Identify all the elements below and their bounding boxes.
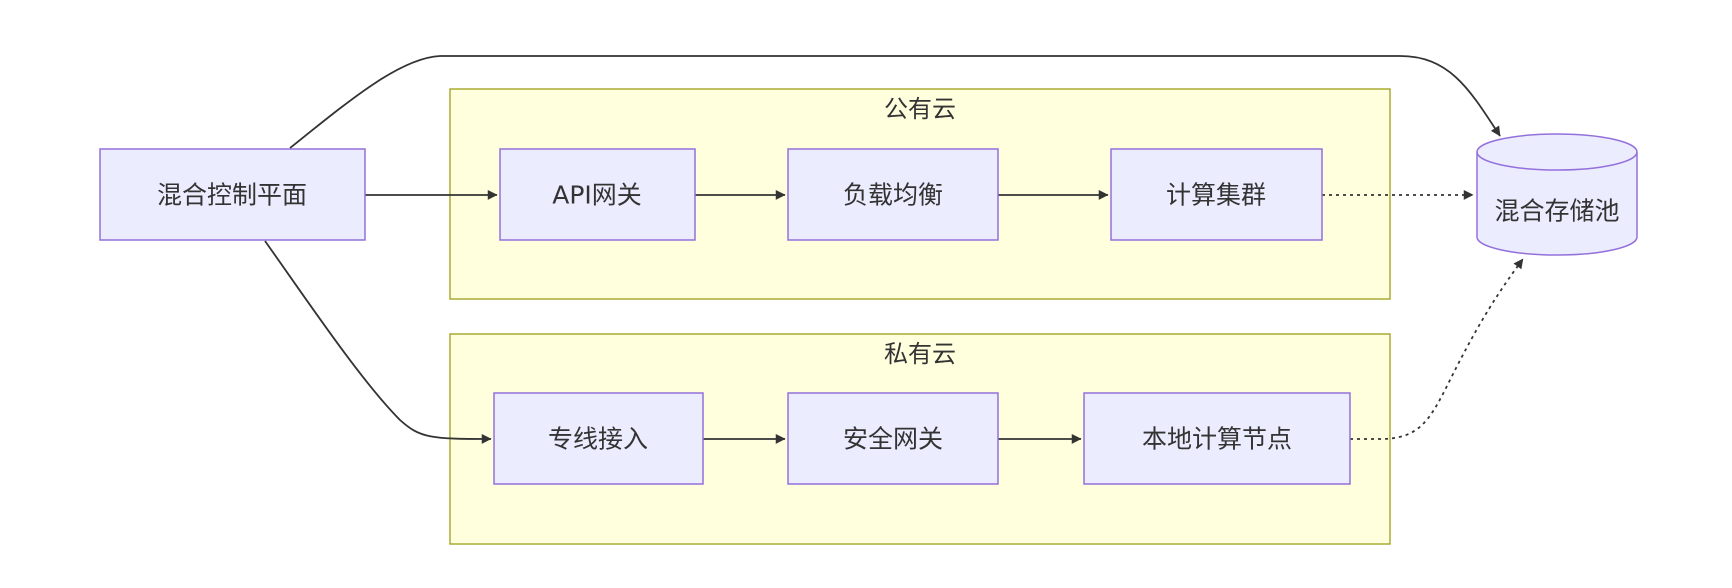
node-hybrid-control-plane-box: [99, 148, 366, 241]
node-local-compute-node-box: [1083, 392, 1351, 485]
node-dedicated-line-access[interactable]: 专线接入: [493, 392, 704, 485]
node-compute-cluster-box: [1110, 148, 1323, 241]
node-dedicated-line-access-box: [493, 392, 704, 485]
node-load-balancer[interactable]: 负载均衡: [787, 148, 999, 241]
edge-control-to-storage: [289, 55, 1501, 149]
node-security-gateway-box: [787, 392, 999, 485]
edge-local-compute-to-storage: [1350, 258, 1524, 440]
edges: [264, 55, 1524, 444]
node-hybrid-storage-pool-label: 混合存储池: [1494, 197, 1619, 226]
storage-cylinder-icon: [1476, 133, 1638, 256]
node-load-balancer-label: 负载均衡: [843, 181, 943, 210]
node-api-gateway-box: [499, 148, 696, 241]
node-security-gateway-label: 安全网关: [843, 425, 943, 454]
node-security-gateway[interactable]: 安全网关: [787, 392, 999, 485]
node-hybrid-control-plane[interactable]: 混合控制平面: [99, 148, 366, 241]
node-local-compute-node[interactable]: 本地计算节点: [1083, 392, 1351, 485]
node-compute-cluster-label: 计算集群: [1166, 181, 1266, 210]
node-dedicated-line-access-label: 专线接入: [548, 425, 648, 454]
storage-cylinder-top: [1476, 151, 1638, 171]
edge-control-to-dedicated-line: [264, 240, 492, 444]
node-hybrid-storage-pool[interactable]: 混合存储池: [1476, 133, 1638, 256]
node-api-gateway-label: API网关: [552, 181, 642, 210]
cluster-public-cloud-label: 公有云: [884, 95, 956, 123]
node-api-gateway[interactable]: API网关: [499, 148, 696, 241]
node-compute-cluster[interactable]: 计算集群: [1110, 148, 1323, 241]
cluster-private-cloud-label: 私有云: [884, 340, 956, 368]
node-load-balancer-box: [787, 148, 999, 241]
node-local-compute-node-label: 本地计算节点: [1142, 425, 1292, 454]
node-hybrid-control-plane-label: 混合控制平面: [157, 181, 307, 210]
